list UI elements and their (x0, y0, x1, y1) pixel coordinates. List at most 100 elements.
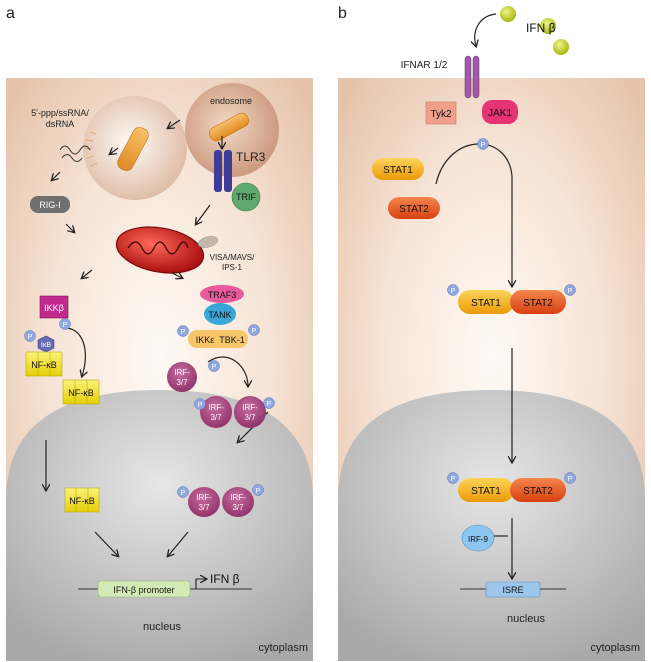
phosphate-badge: P (59, 318, 71, 330)
phosphate-badge: P (208, 360, 220, 372)
phosphate-badge: P (447, 284, 459, 296)
rna-squiggle (61, 154, 83, 162)
ifnar-receptor (464, 55, 480, 99)
visa-label: VISA/MAVS/ IPS-1 (210, 253, 256, 272)
ifn-product-label: IFN β (210, 572, 240, 586)
phosphate-group-b: P P P P P (447, 138, 576, 484)
traf3: TRAF3 (200, 285, 244, 303)
arrow (94, 531, 118, 556)
svg-text:IFN-β promoter: IFN-β promoter (113, 585, 174, 595)
panel-a-letter: a (6, 5, 15, 22)
svg-text:IKKε: IKKε (196, 335, 215, 345)
svg-text:IRF-: IRF- (242, 403, 258, 412)
svg-text:ISRE: ISRE (502, 585, 523, 595)
svg-text:STAT1: STAT1 (383, 165, 413, 176)
phosphate-badge: P (564, 472, 576, 484)
svg-text:P: P (568, 288, 573, 295)
ikke-tbk1: IKKε TBK-1 (188, 330, 248, 348)
irf9: IRF-9 (461, 524, 495, 552)
nucleus-label: nucleus (507, 613, 545, 625)
arrow (52, 171, 61, 180)
svg-text:STAT2: STAT2 (523, 486, 553, 497)
phosphate-badge: P (252, 484, 264, 496)
svg-text:3/7: 3/7 (244, 413, 256, 422)
svg-text:RIG-I: RIG-I (39, 200, 61, 210)
stat-dimer-nuclear: STAT1 STAT2 (458, 478, 566, 502)
svg-text:STAT1: STAT1 (471, 486, 501, 497)
ifn-label: IFN β (526, 21, 556, 35)
svg-text:IκB: IκB (41, 342, 51, 349)
rna-squiggle (59, 145, 91, 155)
nucleus-region (6, 390, 313, 661)
svg-text:3/7: 3/7 (232, 503, 244, 512)
trif: TRIF (231, 182, 261, 212)
svg-text:TANK: TANK (208, 310, 231, 320)
nucleus-region (338, 390, 645, 661)
phosphate-badge: P (24, 330, 36, 342)
svg-text:JAK1: JAK1 (488, 108, 512, 119)
arrow (168, 119, 181, 128)
svg-text:P: P (198, 402, 203, 409)
svg-text:P: P (63, 322, 68, 329)
svg-text:dsRNA: dsRNA (46, 119, 75, 129)
panel-b-letter: b (338, 5, 347, 22)
svg-text:P: P (451, 288, 456, 295)
ifn-ball (540, 18, 556, 34)
arrow (168, 531, 189, 556)
cytoplasm-label: cytoplasm (590, 642, 640, 654)
svg-text:P: P (181, 329, 186, 336)
tlr3-receptor (214, 150, 232, 192)
ifn-promoter: IFN-β promoter (78, 580, 252, 598)
svg-text:TRIF: TRIF (236, 192, 256, 202)
svg-text:IRF-: IRF- (230, 493, 246, 502)
svg-text:IRF-: IRF- (174, 368, 190, 377)
svg-text:IRF-: IRF- (208, 403, 224, 412)
endosome: endosome (185, 83, 279, 177)
phosphate-badge: P (263, 397, 275, 409)
svg-text:TRAF3: TRAF3 (208, 290, 237, 300)
arrow (196, 204, 211, 224)
arrow (82, 269, 93, 278)
phosphate-badge: P (477, 138, 489, 150)
svg-text:IPS-1: IPS-1 (222, 263, 243, 272)
svg-text:STAT2: STAT2 (523, 298, 553, 309)
jak1: JAK1 (482, 100, 518, 124)
arrow (171, 273, 182, 278)
svg-text:P: P (212, 364, 217, 371)
svg-text:IKKβ: IKKβ (44, 303, 64, 313)
ikb-nfkb-complex: IκB NF-κB (25, 335, 63, 377)
nfkb-nuclear: NF-κB (64, 487, 100, 513)
virus-rod (208, 112, 250, 142)
stat-dimer-cytoplasm: STAT1 STAT2 (458, 290, 566, 314)
svg-text:VISA/MAVS/: VISA/MAVS/ (210, 253, 256, 262)
phosphate-badge: P (564, 284, 576, 296)
irf-dimer-nuclear: IRF- 3/7 IRF- 3/7 (188, 487, 254, 517)
vesicle (83, 96, 187, 200)
tank: TANK (204, 303, 236, 325)
cytoplasm-label: cytoplasm (258, 642, 308, 654)
svg-text:3/7: 3/7 (198, 503, 210, 512)
phosphate-badge: P (177, 325, 189, 337)
tyk2: Tyk2 (425, 101, 457, 125)
svg-text:P: P (28, 334, 33, 341)
svg-text:3/7: 3/7 (210, 413, 222, 422)
isre: ISRE (460, 581, 566, 598)
transcription-arrow (195, 579, 206, 589)
phosphate-group-a: P P P P P P P P P (24, 318, 275, 498)
ikkb: IKKβ (39, 295, 69, 319)
svg-text:NF-κB: NF-κB (31, 360, 57, 370)
svg-text:STAT2: STAT2 (399, 204, 429, 215)
svg-text:IRF-9: IRF-9 (468, 535, 489, 544)
ifn-ball (500, 6, 516, 22)
svg-text:P: P (252, 328, 257, 335)
ifn-ball (553, 39, 569, 55)
phosphate-badge: P (248, 324, 260, 336)
irf-dimer: IRF- 3/7 IRF- 3/7 (200, 396, 266, 428)
phosphate-badge: P (194, 398, 206, 410)
ifn-beta-molecules (500, 6, 569, 55)
arrow (475, 13, 497, 46)
svg-text:5'-ppp/ssRNA/: 5'-ppp/ssRNA/ (31, 108, 89, 118)
arrow (207, 356, 248, 386)
